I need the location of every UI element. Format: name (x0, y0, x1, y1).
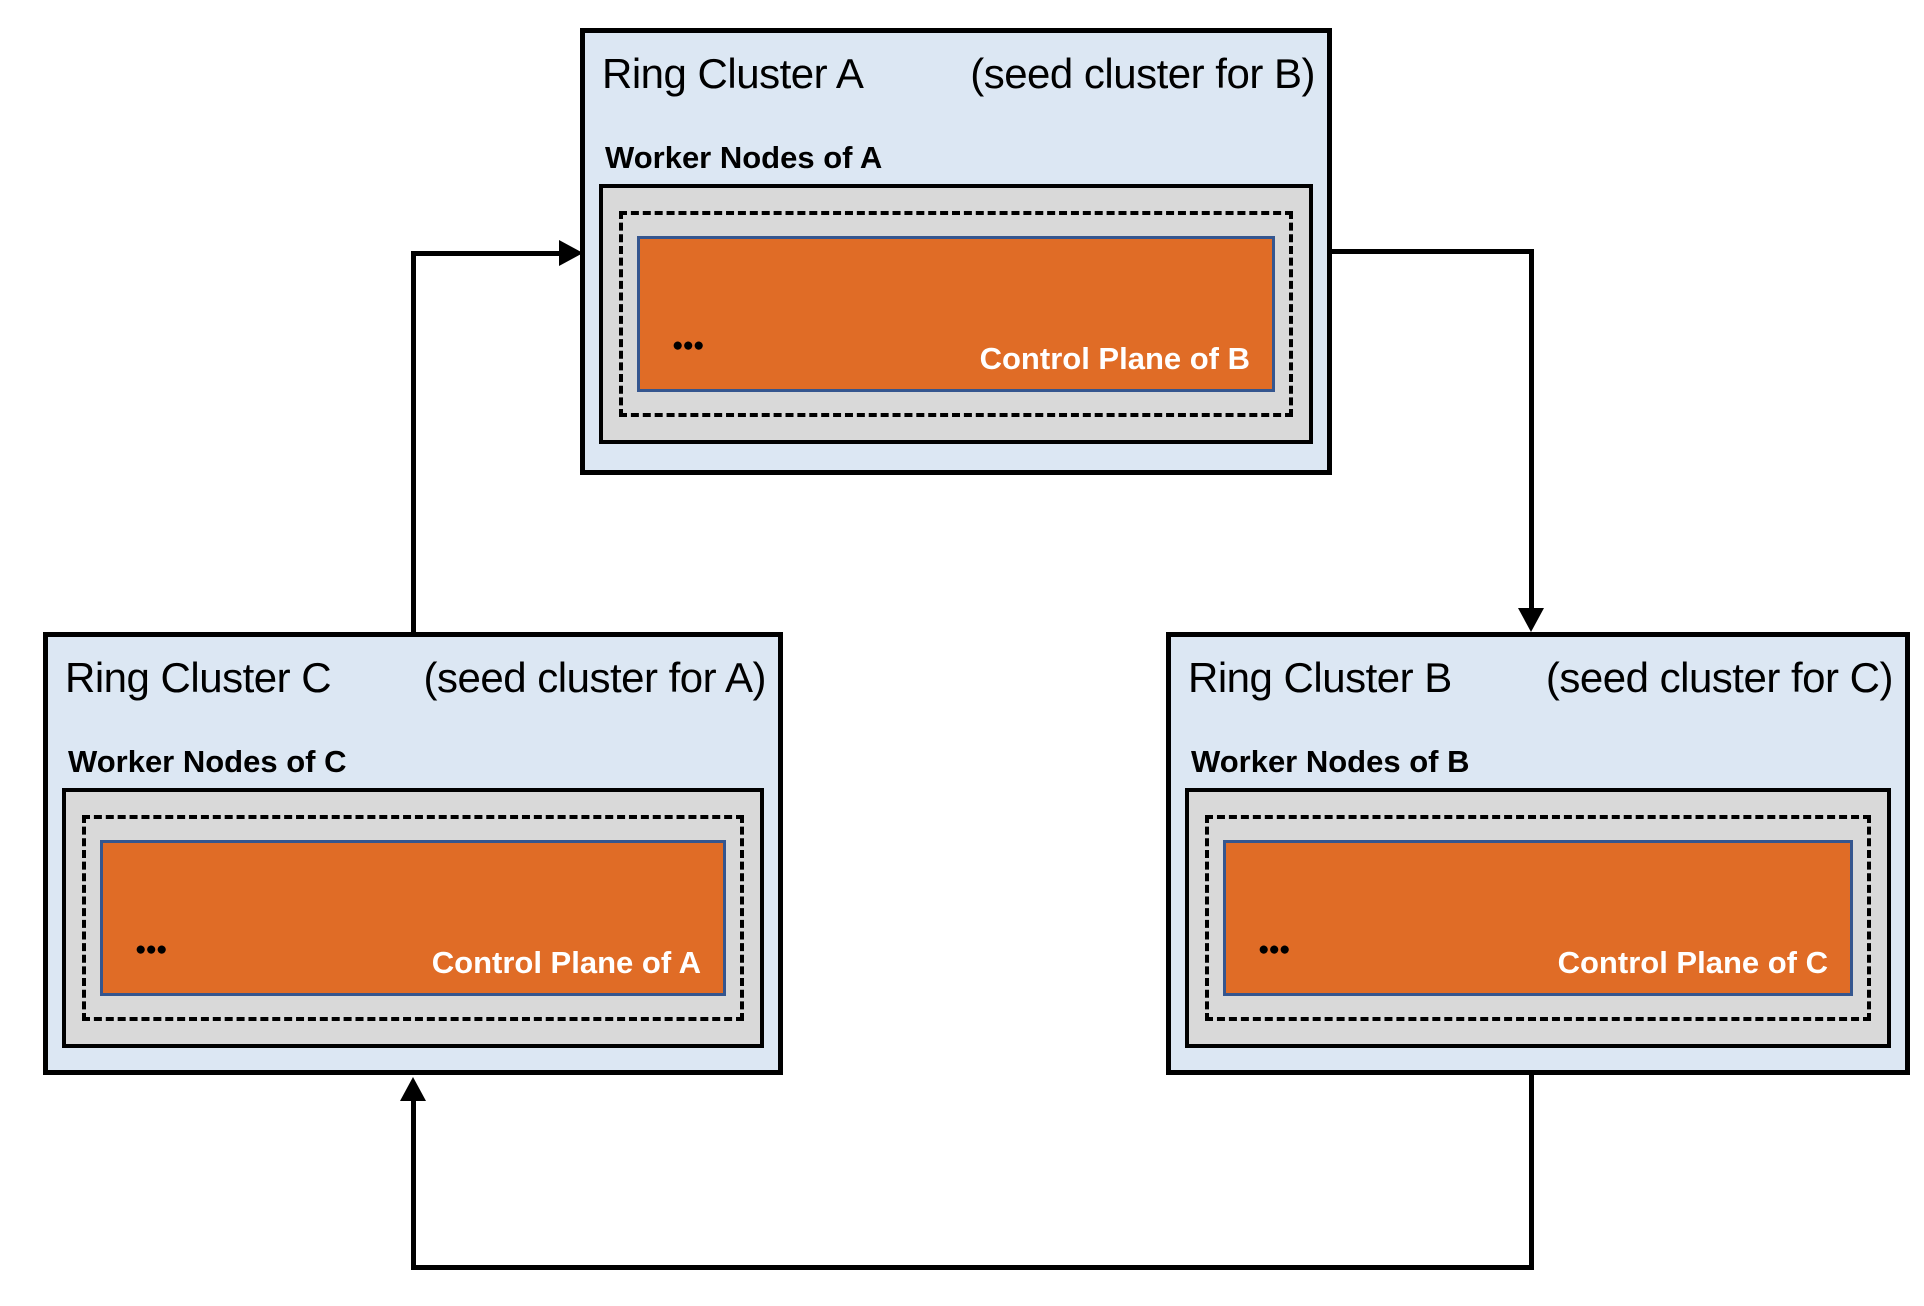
cluster-c-worker-nodes-label: Worker Nodes of C (68, 744, 347, 780)
cluster-b-dashed-boundary: ●●● Control Plane of C (1205, 815, 1871, 1022)
ellipsis-dots-icon: ●●● (672, 335, 704, 357)
cluster-c-subtitle: (seed cluster for A) (423, 654, 767, 701)
ring-cluster-a-box: Ring Cluster A (seed cluster for B) Work… (580, 28, 1332, 475)
cluster-a-title-row: Ring Cluster A (seed cluster for B) (585, 33, 1327, 98)
arrow-a-to-b-horizontal-line (1330, 249, 1534, 254)
arrow-b-to-c-horizontal-line (411, 1265, 1534, 1270)
cluster-b-title: Ring Cluster B (1188, 654, 1452, 701)
arrow-b-to-c-up-line (411, 1098, 416, 1270)
cluster-b-control-plane-label: Control Plane of C (1557, 945, 1828, 981)
cluster-c-hosted-control-plane-box: ●●● Control Plane of A (100, 840, 726, 997)
ring-cluster-c-box: Ring Cluster C (seed cluster for A) Work… (43, 632, 783, 1075)
cluster-c-title: Ring Cluster C (65, 654, 332, 701)
cluster-a-dashed-boundary: ●●● Control Plane of B (619, 211, 1293, 418)
cluster-b-hosted-control-plane-box: ●●● Control Plane of C (1223, 840, 1853, 997)
cluster-a-title: Ring Cluster A (602, 50, 864, 97)
cluster-b-subtitle: (seed cluster for C) (1545, 654, 1894, 701)
ellipsis-dots-icon: ●●● (135, 939, 167, 961)
arrow-a-to-b-vertical-line (1529, 249, 1534, 612)
cluster-a-worker-nodes-label: Worker Nodes of A (605, 140, 883, 176)
cluster-c-control-plane-label: Control Plane of A (431, 945, 701, 981)
arrow-b-to-c-arrowhead-icon (400, 1077, 426, 1101)
cluster-b-worker-nodes-area: ●●● Control Plane of C (1185, 788, 1891, 1049)
cluster-a-control-plane-label: Control Plane of B (979, 341, 1250, 377)
cluster-a-subtitle: (seed cluster for B) (970, 50, 1315, 97)
cluster-b-title-row: Ring Cluster B (seed cluster for C) (1171, 637, 1905, 702)
cluster-a-hosted-control-plane-box: ●●● Control Plane of B (637, 236, 1275, 393)
cluster-c-title-row: Ring Cluster C (seed cluster for A) (48, 637, 778, 702)
arrow-c-to-a-arrowhead-icon (559, 240, 583, 266)
cluster-c-worker-nodes-area: ●●● Control Plane of A (62, 788, 764, 1049)
arrow-b-to-c-down-line (1529, 1073, 1534, 1270)
ellipsis-dots-icon: ●●● (1258, 939, 1290, 961)
arrow-c-to-a-vertical-line (411, 251, 416, 632)
cluster-c-dashed-boundary: ●●● Control Plane of A (82, 815, 744, 1022)
ring-cluster-b-box: Ring Cluster B (seed cluster for C) Work… (1166, 632, 1910, 1075)
cluster-a-worker-nodes-area: ●●● Control Plane of B (599, 184, 1313, 445)
cluster-b-worker-nodes-label: Worker Nodes of B (1191, 744, 1470, 780)
arrow-a-to-b-arrowhead-icon (1518, 608, 1544, 632)
arrow-c-to-a-horizontal-line (411, 251, 561, 256)
